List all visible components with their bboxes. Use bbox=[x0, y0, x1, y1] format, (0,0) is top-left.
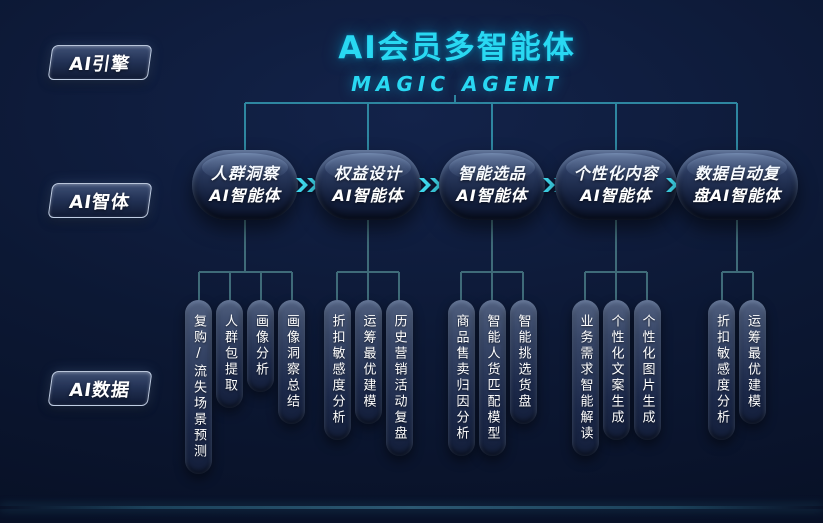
data-capability-pill: 历史营销活动复盘 bbox=[385, 300, 413, 456]
connector-pill-drop bbox=[197, 272, 200, 300]
connector-agent-drop bbox=[615, 103, 617, 150]
data-capability-pill: 折扣敏感度分析 bbox=[708, 300, 735, 440]
agent-node-2: 权益设计 AI智能体 bbox=[315, 150, 421, 220]
bottom-glow-line bbox=[0, 506, 823, 509]
connector-agent-down bbox=[736, 220, 738, 272]
agent-node-5: 数据自动复盘AI智能体 bbox=[676, 150, 798, 220]
connector-pill-drop bbox=[460, 272, 462, 300]
row-label-text: AI引擎 bbox=[67, 53, 132, 75]
data-capability-pill: 运筹最优建模 bbox=[739, 300, 766, 424]
agent-label-line1: 个性化内容 bbox=[573, 164, 659, 184]
connector-agent-down bbox=[491, 220, 493, 272]
data-capability-pill: 画像洞察总结 bbox=[278, 300, 305, 424]
agent-label-line2: AI智能体 bbox=[209, 186, 281, 205]
row-label-ai-engine: AI引擎 bbox=[47, 45, 153, 80]
connector-pill-drop bbox=[522, 272, 524, 300]
connector-pill-drop bbox=[259, 272, 262, 300]
row-label-ai-agents: AI智体 bbox=[47, 183, 153, 218]
agent-label-line1: 数据自动复 bbox=[694, 164, 780, 184]
agent-node-3: 智能选品 AI智能体 bbox=[439, 150, 545, 220]
row-label-text: AI数据 bbox=[67, 379, 132, 401]
data-capability-pill: 个性化文案生成 bbox=[602, 300, 630, 440]
connector-pill-drop bbox=[491, 272, 493, 300]
data-capability-pill: 智能挑选货盘 bbox=[509, 300, 537, 424]
data-capability-pill: 商品售卖归因分析 bbox=[447, 300, 475, 456]
connector-pill-drop bbox=[615, 272, 617, 300]
data-capability-pill: 个性化图片生成 bbox=[633, 300, 661, 440]
connector-pill-drop bbox=[290, 272, 293, 300]
connector-agent-drop bbox=[491, 103, 493, 150]
diagram-title: AI会员多智能体 bbox=[338, 30, 576, 66]
connector-agent-drop bbox=[244, 103, 246, 150]
connector-branch-rail bbox=[721, 271, 753, 273]
agent-label-line1: 智能选品 bbox=[457, 164, 526, 184]
connector-agent-down bbox=[367, 220, 369, 272]
agent-label-line1: 人群洞察 bbox=[210, 164, 279, 184]
connector-pill-drop bbox=[367, 272, 369, 300]
data-capability-pill: 智能人货匹配模型 bbox=[478, 300, 506, 456]
data-capability-pill: 复购/流失场景预测 bbox=[185, 300, 212, 474]
row-label-text: AI智体 bbox=[67, 191, 132, 213]
connector-agent-down bbox=[244, 220, 246, 272]
agent-label-line2: AI智能体 bbox=[580, 186, 652, 205]
data-capability-pill: 折扣敏感度分析 bbox=[323, 300, 351, 440]
diagram-subtitle: MAGIC AGENT bbox=[351, 72, 563, 96]
agent-label-line2: AI智能体 bbox=[456, 186, 528, 205]
connector-title-stem bbox=[454, 95, 456, 103]
connector-agent-down bbox=[615, 220, 617, 272]
data-capability-pill: 运筹最优建模 bbox=[354, 300, 382, 424]
connector-pill-drop bbox=[646, 272, 648, 300]
connector-pill-drop bbox=[751, 272, 754, 300]
row-label-ai-data: AI数据 bbox=[47, 371, 153, 406]
connector-pill-drop bbox=[398, 272, 400, 300]
connector-pill-drop bbox=[584, 272, 586, 300]
agent-label-line2: AI智能体 bbox=[332, 186, 404, 205]
agent-node-4: 个性化内容 AI智能体 bbox=[555, 150, 677, 220]
data-capability-pill: 业务需求智能解读 bbox=[571, 300, 599, 456]
data-capability-pill: 画像分析 bbox=[247, 300, 274, 392]
agent-node-1: 人群洞察 AI智能体 bbox=[192, 150, 298, 220]
title-block: AI会员多智能体 MAGIC AGENT bbox=[338, 22, 576, 96]
data-capability-pill: 人群包提取 bbox=[216, 300, 243, 408]
connector-agent-drop bbox=[736, 103, 738, 150]
connector-pill-drop bbox=[336, 272, 338, 300]
connector-branch-rail bbox=[198, 271, 292, 273]
agent-label-line2: 盘AI智能体 bbox=[692, 186, 782, 205]
agent-label-line1: 权益设计 bbox=[333, 164, 402, 184]
connector-pill-drop bbox=[228, 272, 231, 300]
connector-pill-drop bbox=[720, 272, 723, 300]
connector-agent-drop bbox=[367, 103, 369, 150]
